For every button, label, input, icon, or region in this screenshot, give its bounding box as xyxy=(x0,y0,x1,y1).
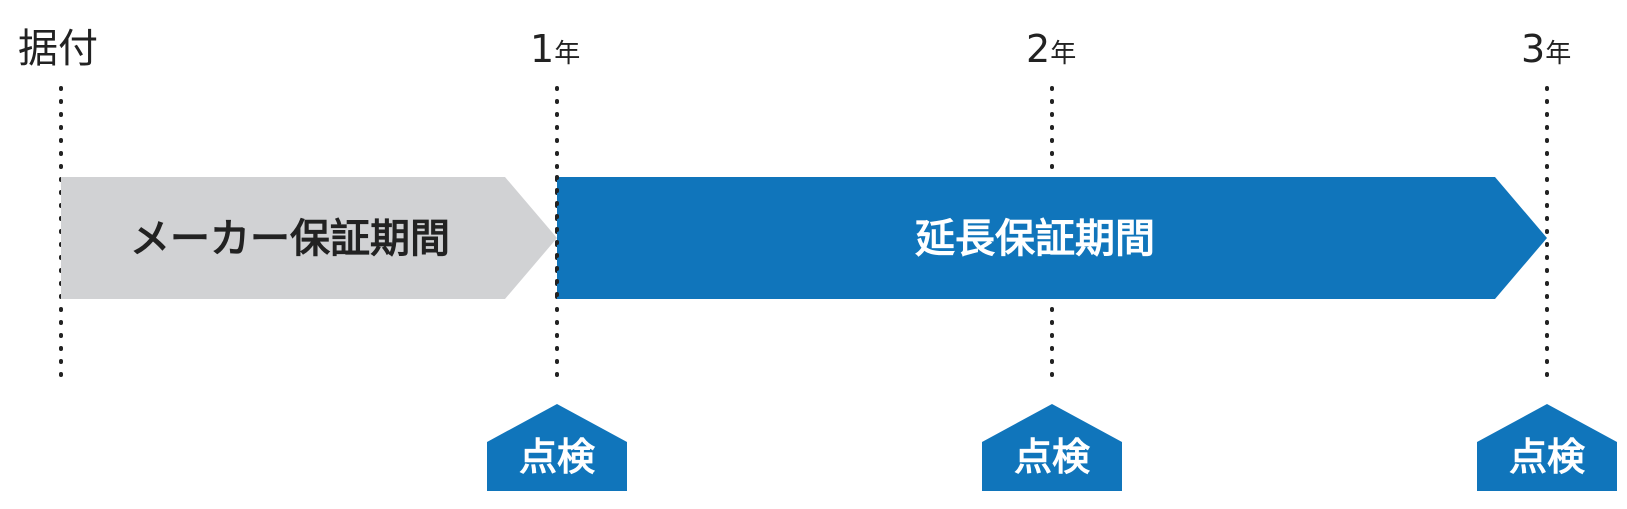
maker-warranty-arrow xyxy=(61,177,557,299)
extended-warranty-label: 延長保証期間 xyxy=(915,216,1155,262)
inspection-label-2: 点検 xyxy=(1014,435,1091,479)
inspection-badge-1 xyxy=(487,404,627,491)
year-number-1: 1 xyxy=(530,27,554,71)
year-label-1: 1年 xyxy=(530,27,580,71)
extended-warranty-arrow xyxy=(557,177,1547,299)
inspection-label-3: 点検 xyxy=(1509,435,1586,479)
year-unit-1: 年 xyxy=(554,39,580,69)
year-label-3: 3年 xyxy=(1521,27,1571,71)
inspection-marker-year-1: 点検 xyxy=(487,404,627,491)
year-unit-2: 年 xyxy=(1050,39,1076,69)
maker-warranty-label: メーカー保証期間 xyxy=(130,216,450,262)
inspection-badge-3 xyxy=(1477,404,1617,491)
inspection-marker-year-3: 点検 xyxy=(1477,404,1617,491)
inspection-label-1: 点検 xyxy=(519,435,596,479)
year-label-2: 2年 xyxy=(1026,27,1076,71)
year-number-2: 2 xyxy=(1026,27,1050,71)
inspection-marker-year-2: 点検 xyxy=(982,404,1122,491)
timeline-start-label: 据付 xyxy=(18,26,98,72)
year-unit-3: 年 xyxy=(1545,39,1571,69)
inspection-badge-2 xyxy=(982,404,1122,491)
year-number-3: 3 xyxy=(1521,27,1545,71)
